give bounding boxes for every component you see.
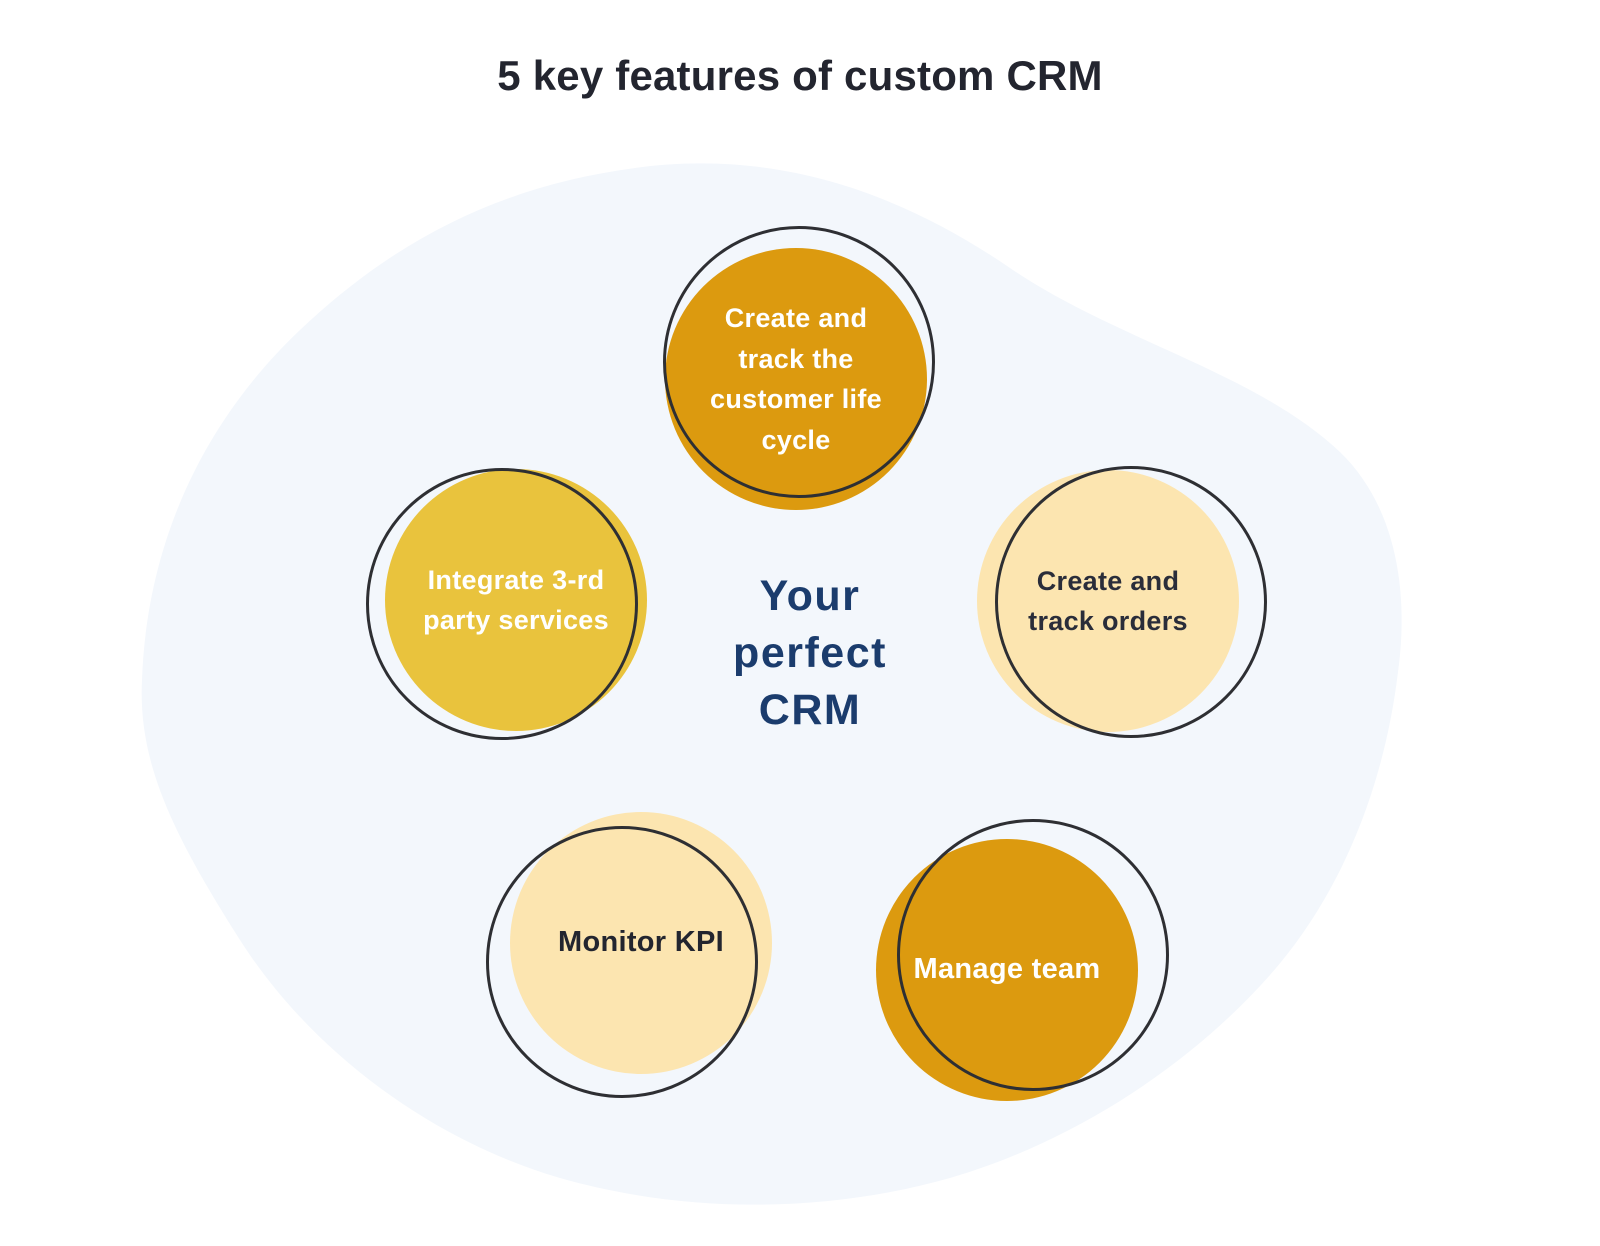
feature-circle-outline: [995, 466, 1267, 738]
feature-manage-team: Manage team: [876, 819, 1169, 1101]
feature-circle-outline: [663, 226, 935, 498]
feature-create-track-customer-life-cycle: Create and track the customer life cycle: [663, 226, 935, 510]
feature-circle-outline: [897, 819, 1169, 1091]
page-title: 5 key features of custom CRM: [497, 52, 1103, 99]
feature-create-track-orders: Create and track orders: [977, 466, 1267, 738]
feature-integrate-3rd-party-services: Integrate 3-rd party services: [366, 468, 647, 740]
feature-circle-outline: [366, 468, 638, 740]
feature-monitor-kpi: Monitor KPI: [486, 812, 772, 1098]
center-label: Your perfect CRM: [733, 572, 887, 734]
feature-circle-outline: [486, 826, 758, 1098]
